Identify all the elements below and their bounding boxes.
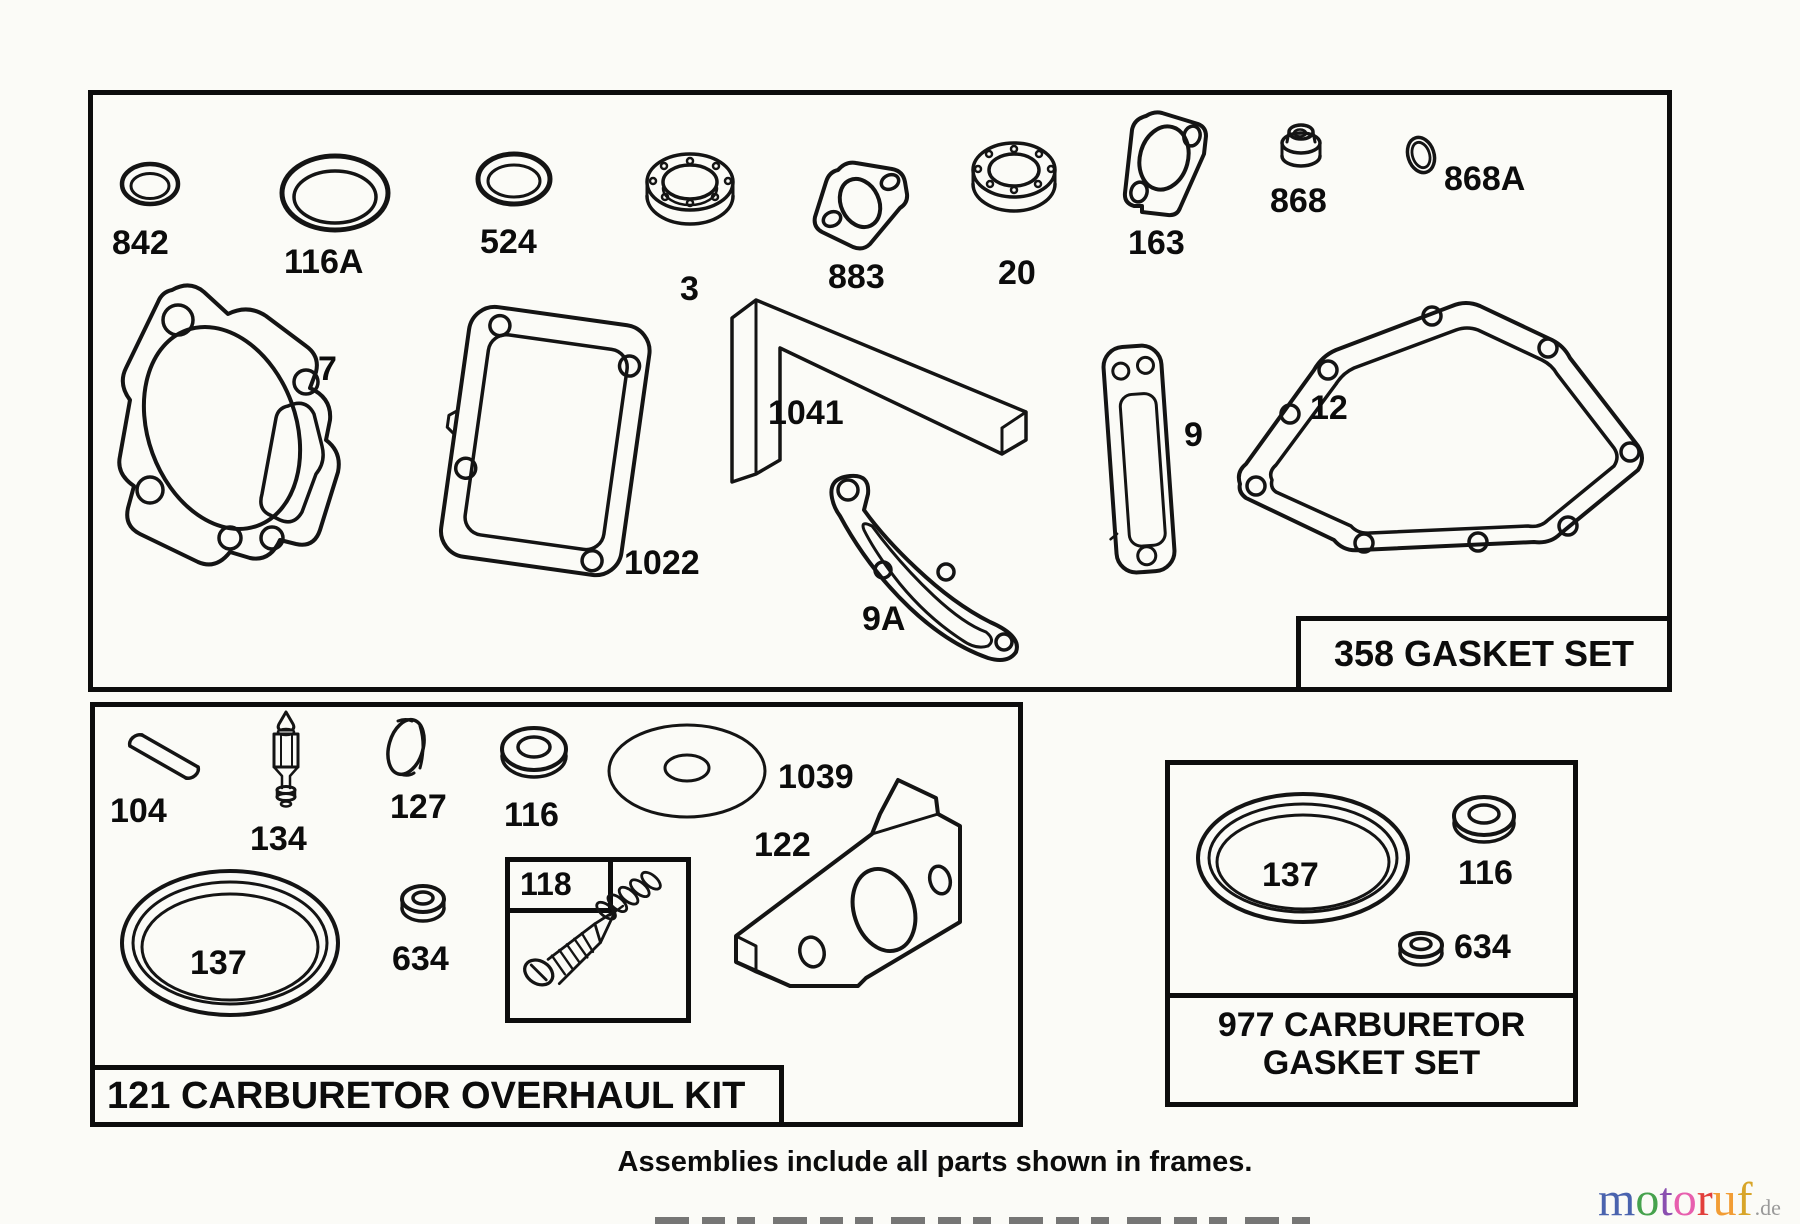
part-1041 [720,284,1042,484]
part-137-set-label: 137 [1262,856,1319,894]
watermark-suffix: .de [1754,1195,1781,1220]
part-12-label: 12 [1310,389,1348,427]
part-118-label: 118 [510,862,613,913]
gasket-set-frame: 358 GASKET SET [88,90,1672,692]
part-634-set-label: 634 [1454,928,1511,966]
part-116A-label: 116A [284,243,364,281]
part-1022 [438,293,652,593]
needle-valve-icon [272,710,300,808]
spacer-bracket-icon [734,778,962,988]
diaphragm-disc-icon [607,723,767,819]
part-868A-label: 868A [1444,160,1526,198]
o-ring-icon [1405,135,1437,175]
part-20-label: 20 [998,254,1036,292]
carb-gasket-set-frame: 977 CARBURETOR GASKET SET [1165,760,1578,1107]
part-1039 [604,720,770,822]
part-116-set [1450,793,1518,845]
part-127-label: 127 [390,788,447,826]
disc-icon [386,717,426,777]
assemblies-caption: Assemblies include all parts shown in fr… [617,1146,1253,1178]
part-7-label: 7 [318,350,337,388]
grommet-icon [400,884,446,923]
part-9A [824,472,1026,662]
part-3 [642,148,738,238]
part-104-label: 104 [110,792,167,830]
overhaul-kit-frame: 121 CARBURETOR OVERHAUL KIT 118 [90,702,1023,1127]
bearing-seal-icon [971,141,1057,213]
head-gasket-icon [117,283,341,567]
part-634-kit-label: 634 [392,940,449,978]
bearing-seal-icon [645,152,735,226]
part-634-set [1396,928,1446,970]
part-116-set-label: 116 [1458,854,1513,892]
curved-gasket-icon [829,473,1019,662]
part-134 [265,710,307,812]
part-1039-label: 1039 [778,758,854,796]
part-9A-label: 9A [862,600,906,638]
part-883-label: 883 [828,258,885,296]
part-116A [278,152,393,237]
part-122-label: 122 [754,826,811,864]
narrow-gasket-icon [1101,343,1177,575]
part-1022-label: 1022 [624,544,700,582]
part-883 [808,156,912,256]
pin-icon [127,733,201,780]
seal-ring-icon [119,161,181,207]
inner-frame-118: 118 [505,857,691,1023]
part-1041-label: 1041 [768,394,844,432]
o-ring-icon [475,151,553,207]
large-o-ring-icon [120,869,340,1017]
part-12 [1230,288,1652,574]
part-122 [708,774,978,996]
gasket-set-label: 358 GASKET SET [1333,633,1635,674]
grommet-icon [1398,931,1444,967]
part-524 [474,151,554,209]
motoruf-watermark: motoruf.de [1598,1172,1781,1224]
part-163-label: 163 [1128,224,1185,262]
part-137-kit-label: 137 [190,944,247,982]
gasket-set-label-box: 358 GASKET SET [1296,616,1672,692]
washer-icon [1452,795,1516,844]
part-3-label: 3 [680,270,699,308]
large-o-ring-icon [1196,792,1410,924]
part-116-kit-label: 116 [504,796,559,834]
part-868 [1274,120,1328,176]
part-524-label: 524 [480,223,537,261]
part-842 [118,160,182,210]
part-104 [116,726,204,798]
flange-gasket-icon [812,160,910,251]
l-strip-icon [730,298,1028,484]
part-9 [1096,336,1184,582]
cup-seal-icon [1280,123,1322,168]
part-20 [968,138,1060,226]
part-7 [110,280,382,572]
part-634-kit [398,880,448,928]
crankcase-gasket-icon [1236,301,1644,554]
part-137-kit [116,864,344,1022]
part-868A [1402,130,1440,180]
carb-gasket-icon [1122,110,1208,218]
part-137-set [1192,788,1414,928]
overhaul-kit-label: 121 CARBURETOR OVERHAUL KIT [107,1074,746,1117]
part-9-label: 9 [1184,416,1203,454]
carb-gasket-set-label-line1: 977 CARBURETOR [1217,1006,1526,1044]
cropped-text-top-edge [655,1217,1310,1224]
screw-and-spring-icon [523,870,662,987]
overhaul-kit-label-box: 121 CARBURETOR OVERHAUL KIT [90,1065,784,1127]
part-868-label: 868 [1270,182,1327,220]
part-163 [1112,110,1210,224]
part-842-label: 842 [112,224,169,262]
carb-gasket-set-label-line2: GASKET SET [1262,1044,1481,1083]
washer-icon [500,726,568,779]
o-ring-icon [279,153,391,233]
watermark-text: motoruf [1598,1173,1753,1224]
cover-gasket-icon [438,304,652,578]
part-127 [384,714,434,780]
carb-gasket-set-label-box: 977 CARBURETOR GASKET SET [1170,993,1573,1102]
part-134-label: 134 [250,820,307,858]
part-116-kit [498,724,570,782]
